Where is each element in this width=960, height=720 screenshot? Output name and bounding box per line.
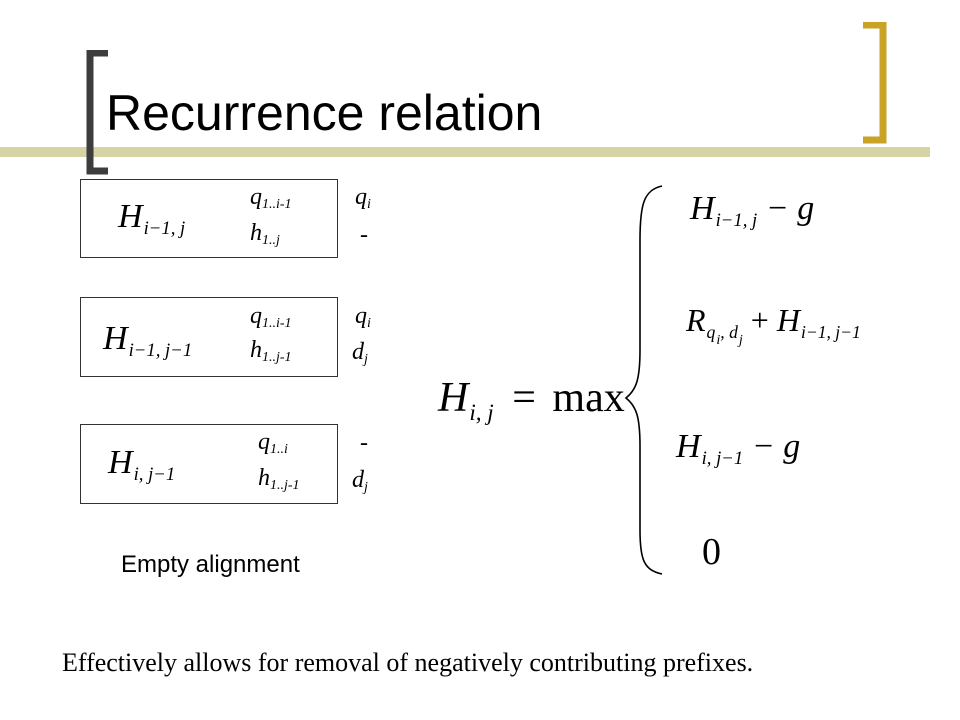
cell2-q: q1..i-1 (250, 303, 292, 331)
footer-note: Effectively allows for removal of negati… (62, 648, 754, 677)
cell3-q: q1..i (258, 429, 288, 457)
cell1-H: Hi−1, j (118, 198, 186, 240)
empty-alignment-caption: Empty alignment (121, 551, 300, 578)
cell2-top: qi (355, 303, 371, 331)
cell-diagonal-up (80, 179, 338, 258)
case-3: Hi, j−1 − g (676, 428, 801, 470)
case-4: 0 (702, 531, 721, 573)
page-title: Recurrence relation (106, 85, 543, 141)
left-bracket-dark (86, 50, 108, 175)
cell1-h: h1..j (250, 220, 280, 248)
cell-diagonal-left (80, 424, 338, 504)
cell2-bottom: dj (352, 339, 368, 367)
cell1-q: q1..i-1 (250, 184, 292, 212)
case-2: Rqi, dj + Hi−1, j−1 (686, 302, 861, 348)
case-1: Hi−1, j − g (690, 190, 815, 232)
cell3-bottom: dj (352, 467, 368, 495)
cell2-h: h1..j-1 (250, 337, 292, 365)
right-bracket-gold (863, 22, 887, 144)
cell3-H: Hi, j−1 (108, 444, 176, 486)
cell2-H: Hi−1, j−1 (103, 320, 193, 362)
accent-bar (0, 147, 930, 157)
equation-lhs: Hi, j = max (438, 375, 625, 426)
cell1-bottom: - (360, 222, 368, 248)
left-curly-brace (624, 185, 663, 575)
cell3-h: h1..j-1 (258, 465, 300, 493)
cell3-top: - (360, 430, 368, 456)
cell1-top: qi (355, 184, 371, 212)
cell-diagonal (80, 297, 338, 377)
